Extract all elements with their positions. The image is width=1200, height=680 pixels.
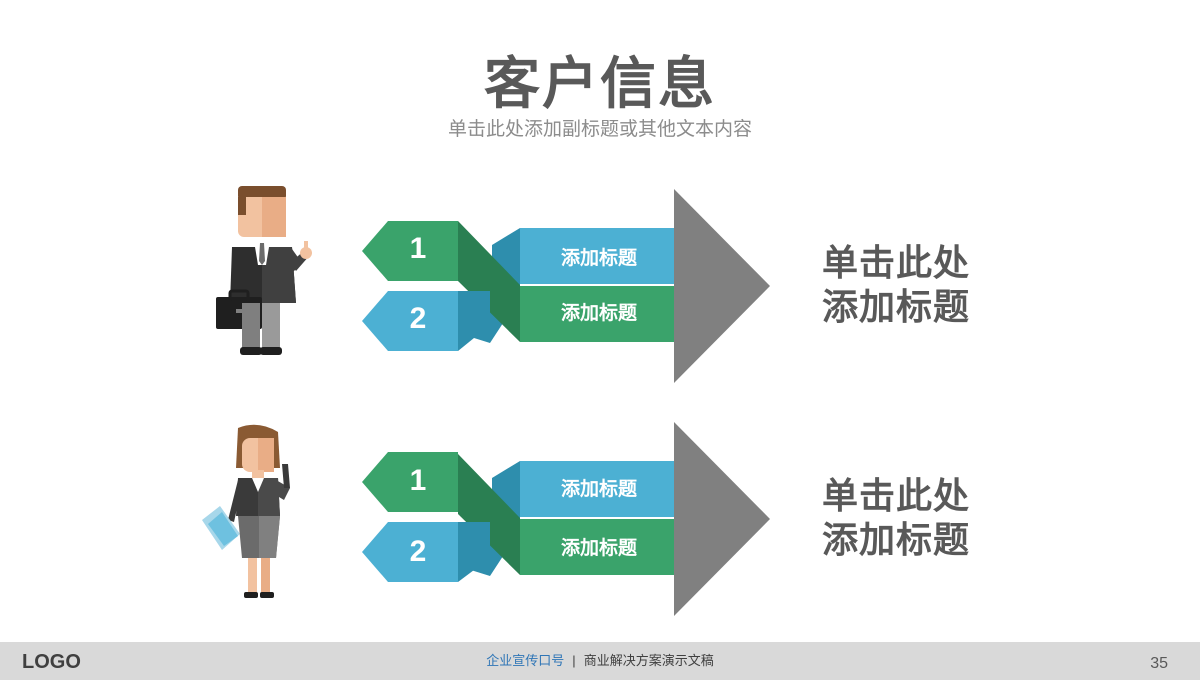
- side-text-line-2: 添加标题: [822, 519, 971, 560]
- customer-row-1: 1 2 添加标题 添加标题 单击此处 添加标题: [0, 185, 1200, 385]
- customer-row-2: 1 2 添加标题 添加标题 单击此处 添加标题: [0, 418, 1200, 618]
- side-text-line-2: 添加标题: [822, 286, 971, 327]
- tag-2: [362, 291, 458, 351]
- page-title: 客户信息: [484, 52, 716, 115]
- footer-tagline: 商业解决方案演示文稿: [583, 653, 714, 668]
- band-label-1: 添加标题: [560, 479, 637, 500]
- tag-2: [362, 522, 458, 582]
- band-label-2: 添加标题: [560, 538, 637, 559]
- label-band-blue: [520, 461, 674, 517]
- tag-1: [362, 452, 458, 512]
- side-text-line-1: 单击此处: [822, 475, 971, 516]
- label-band-green: [520, 286, 674, 342]
- tag-1: [362, 221, 458, 281]
- arrow-diagram-2: [362, 422, 770, 616]
- band-label-2: 添加标题: [560, 303, 637, 324]
- tag-number-2: 2: [409, 535, 427, 568]
- tag-number-1: 1: [409, 232, 427, 265]
- company-slogan: 企业宣传口号: [486, 653, 565, 668]
- tag-number-2: 2: [409, 302, 427, 335]
- label-band-blue: [520, 228, 674, 284]
- gray-arrow-head: [674, 189, 770, 383]
- side-text: 单击此处 添加标题: [822, 474, 970, 562]
- label-band-green: [520, 519, 674, 575]
- tag-number-1: 1: [409, 464, 427, 497]
- arrow-diagram-1: [362, 189, 770, 383]
- logo: LOGO: [22, 651, 81, 673]
- page-number: 35: [1150, 655, 1168, 672]
- band-label-1: 添加标题: [560, 248, 637, 269]
- side-text: 单击此处 添加标题: [822, 241, 970, 329]
- footer-slogan: 企业宣传口号 | 商业解决方案演示文稿: [0, 653, 1200, 669]
- side-text-line-1: 单击此处: [822, 242, 971, 283]
- page-subtitle: 单击此处添加副标题或其他文本内容: [447, 119, 752, 140]
- businessman-icon: [216, 186, 312, 355]
- footer-separator: |: [572, 653, 576, 668]
- gray-arrow-head: [674, 422, 770, 616]
- footer-bar: LOGO 企业宣传口号 | 商业解决方案演示文稿 35: [0, 642, 1200, 680]
- businesswoman-icon: [202, 424, 290, 598]
